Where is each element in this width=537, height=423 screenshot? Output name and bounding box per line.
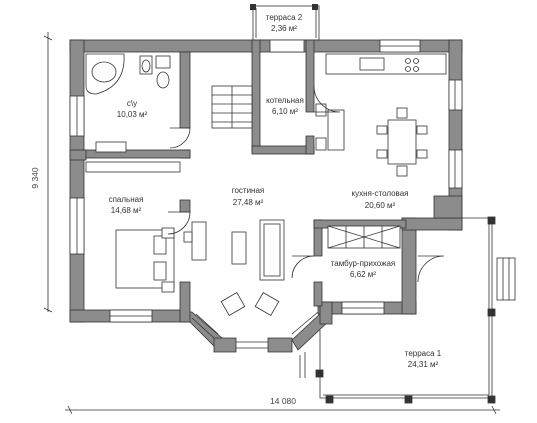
- bathroom-name: с\у: [127, 99, 137, 108]
- terrace-1: [299, 216, 516, 404]
- height-dimension: 9 340: [30, 167, 40, 189]
- boiler-equipment: [315, 103, 345, 151]
- terrace2-area: 2,36 м²: [271, 24, 297, 33]
- living-name: гостиная: [232, 186, 265, 195]
- terrace1-name: терраса 1: [405, 349, 442, 358]
- interior-walls: [69, 39, 463, 323]
- kitchen-furniture: [325, 53, 447, 177]
- vestibule-area: 6,62 м²: [350, 270, 376, 279]
- bedroom-area: 14,68 м²: [111, 206, 142, 215]
- width-dimension: 14 080: [270, 396, 296, 406]
- terrace2-name: терраса 2: [266, 13, 303, 22]
- terrace-2: [250, 4, 320, 41]
- kitchen-name: кухня-столовая: [352, 189, 409, 198]
- bathroom-area: 10,03 м²: [117, 110, 148, 119]
- vestibule-name: тамбур-прихожая: [331, 259, 396, 268]
- bathroom-fixtures: [85, 53, 171, 153]
- bedroom-furniture: [85, 161, 181, 293]
- doors: [167, 85, 445, 283]
- windows: [69, 39, 463, 323]
- living-area: 27,48 м²: [233, 198, 264, 207]
- room-labels: с\у 10,03 м² котельная 6,10 м² кухня-сто…: [109, 13, 442, 369]
- bedroom-name: спальная: [109, 195, 144, 204]
- kitchen-area: 20,60 м²: [365, 201, 396, 210]
- terrace1-area: 24,31 м²: [408, 360, 439, 369]
- staircase: [211, 85, 253, 129]
- boiler-name: котельная: [266, 96, 304, 105]
- vestibule-wardrobe: [327, 225, 401, 249]
- dimension-lines: [43, 32, 500, 415]
- living-room-furniture: [183, 219, 285, 316]
- boiler-area: 6,10 м²: [272, 107, 298, 116]
